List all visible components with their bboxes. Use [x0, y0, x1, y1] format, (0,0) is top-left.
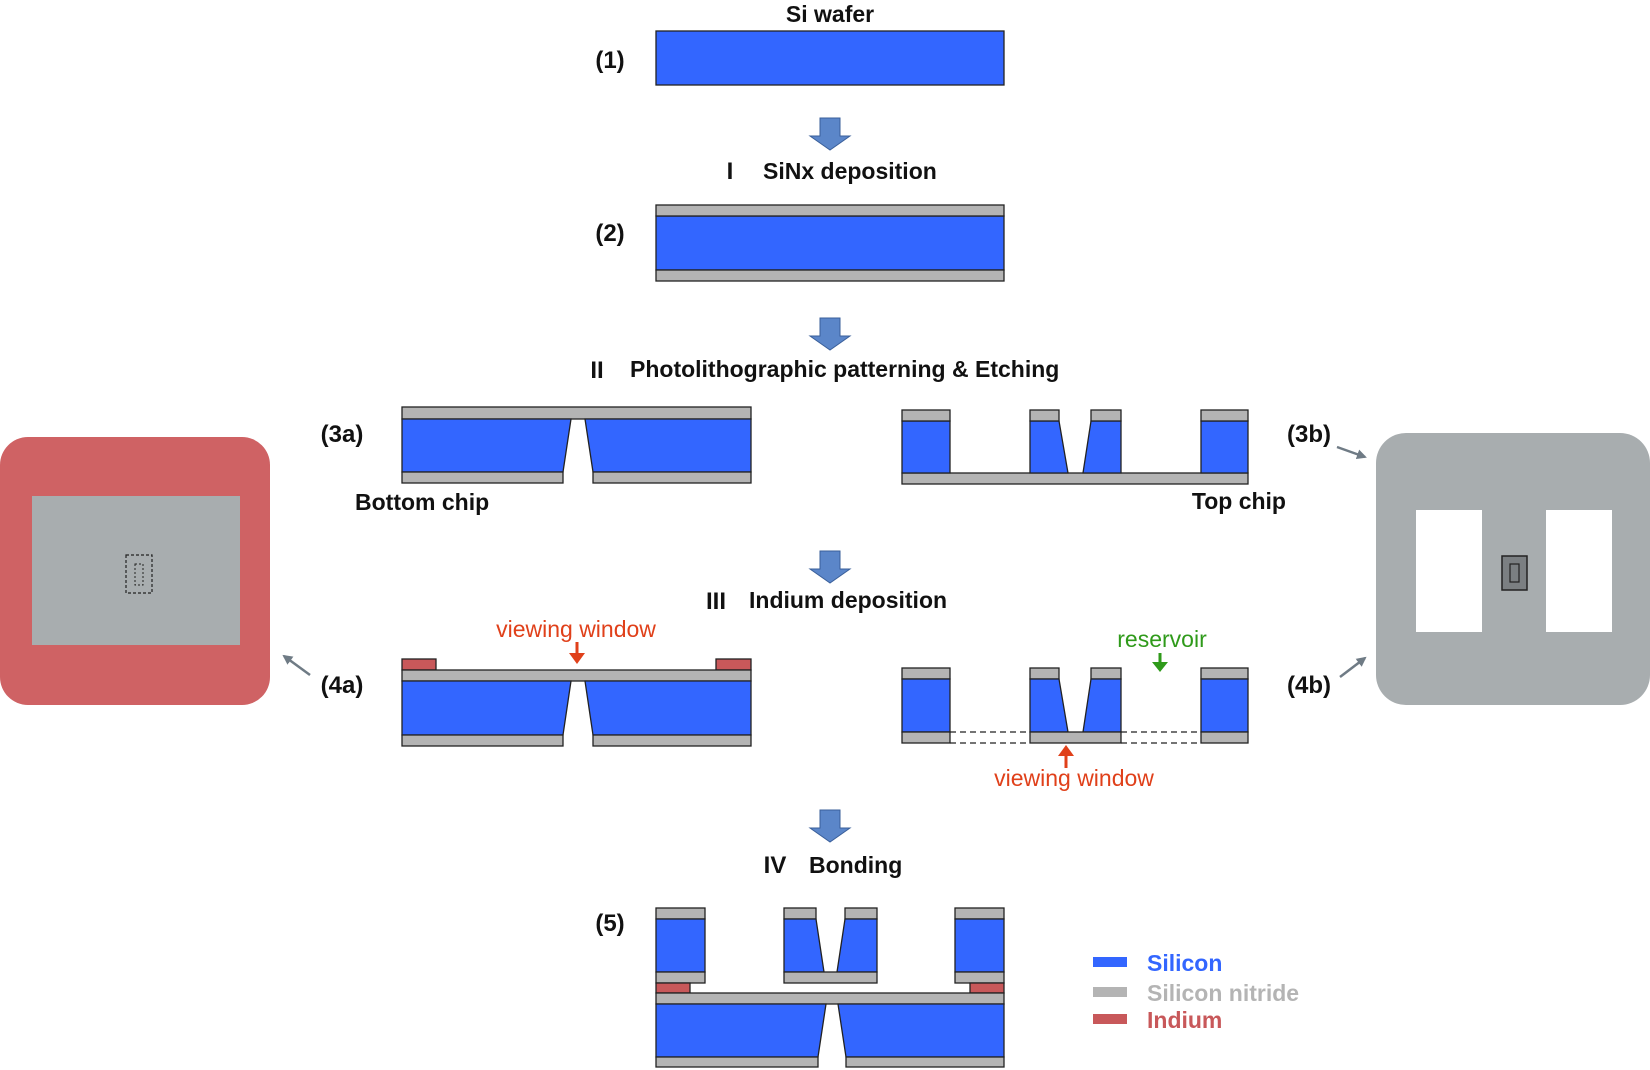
top-chip-top-view: [1376, 433, 1650, 705]
legend-indium-label: Indium: [1147, 1007, 1222, 1033]
legend-nitride-label: Silicon nitride: [1147, 980, 1299, 1006]
legend-silicon-swatch: [1093, 957, 1127, 967]
step-3a-label: (3a): [321, 421, 364, 448]
process-4-number: IV: [764, 852, 787, 879]
step-3b-label: (3b): [1287, 421, 1331, 448]
bottom-chip-label: Bottom chip: [355, 489, 489, 515]
process-3-number: III: [706, 588, 726, 615]
bonded-device-cross-section: [655, 907, 1005, 1068]
process-2-number: II: [590, 357, 603, 384]
viewing-window-label-bottom: viewing window: [994, 765, 1154, 791]
step-2-label: (2): [595, 220, 624, 247]
viewing-window-label-top: viewing window: [496, 616, 656, 642]
pointer-arrow-4b: [1339, 656, 1367, 678]
bottom-chip-top-view: [0, 437, 270, 705]
process-arrow-1: [808, 117, 852, 151]
coated-wafer: [655, 204, 1005, 282]
top-chip-cross-section: [901, 409, 1249, 485]
process-arrow-2: [808, 317, 852, 351]
legend: Silicon Silicon nitride Indium: [1093, 950, 1299, 1033]
reservoir-arrow: [1152, 653, 1168, 672]
process-arrow-4: [808, 809, 852, 843]
bottom-chip-with-indium: [401, 658, 752, 747]
reservoir-window: [1501, 555, 1528, 591]
process-1-label: SiNx deposition: [763, 158, 937, 184]
legend-indium-swatch: [1093, 1014, 1127, 1024]
top-chip-flipped: [901, 667, 1249, 744]
top-chip-label: Top chip: [1192, 488, 1286, 514]
indium-pad-right: [715, 658, 752, 671]
legend-silicon-label: Silicon: [1147, 950, 1222, 976]
si-wafer: [655, 30, 1005, 86]
reservoir-label: reservoir: [1117, 626, 1207, 652]
process-2-label: Photolithographic patterning & Etching: [630, 356, 1059, 382]
pointer-arrow-3b: [1336, 445, 1367, 460]
wafer-title: Si wafer: [786, 1, 874, 27]
process-3-label: Indium deposition: [749, 587, 947, 613]
bottom-chip-cross-section: [401, 406, 752, 484]
viewing-window-outline: [125, 554, 153, 594]
step-4b-label: (4b): [1287, 672, 1331, 699]
process-4-label: Bonding: [809, 852, 902, 878]
legend-nitride-swatch: [1093, 987, 1127, 997]
step-4a-label: (4a): [321, 672, 364, 699]
pointer-arrow-4a: [282, 654, 311, 677]
process-1-number: I: [727, 158, 734, 185]
viewing-window-arrow-top: [569, 642, 585, 664]
viewing-window-arrow-bottom: [1058, 745, 1074, 768]
step-5-label: (5): [595, 910, 624, 937]
step-1-label: (1): [595, 47, 624, 74]
process-arrow-3: [808, 550, 852, 584]
indium-pad-left: [401, 658, 437, 671]
